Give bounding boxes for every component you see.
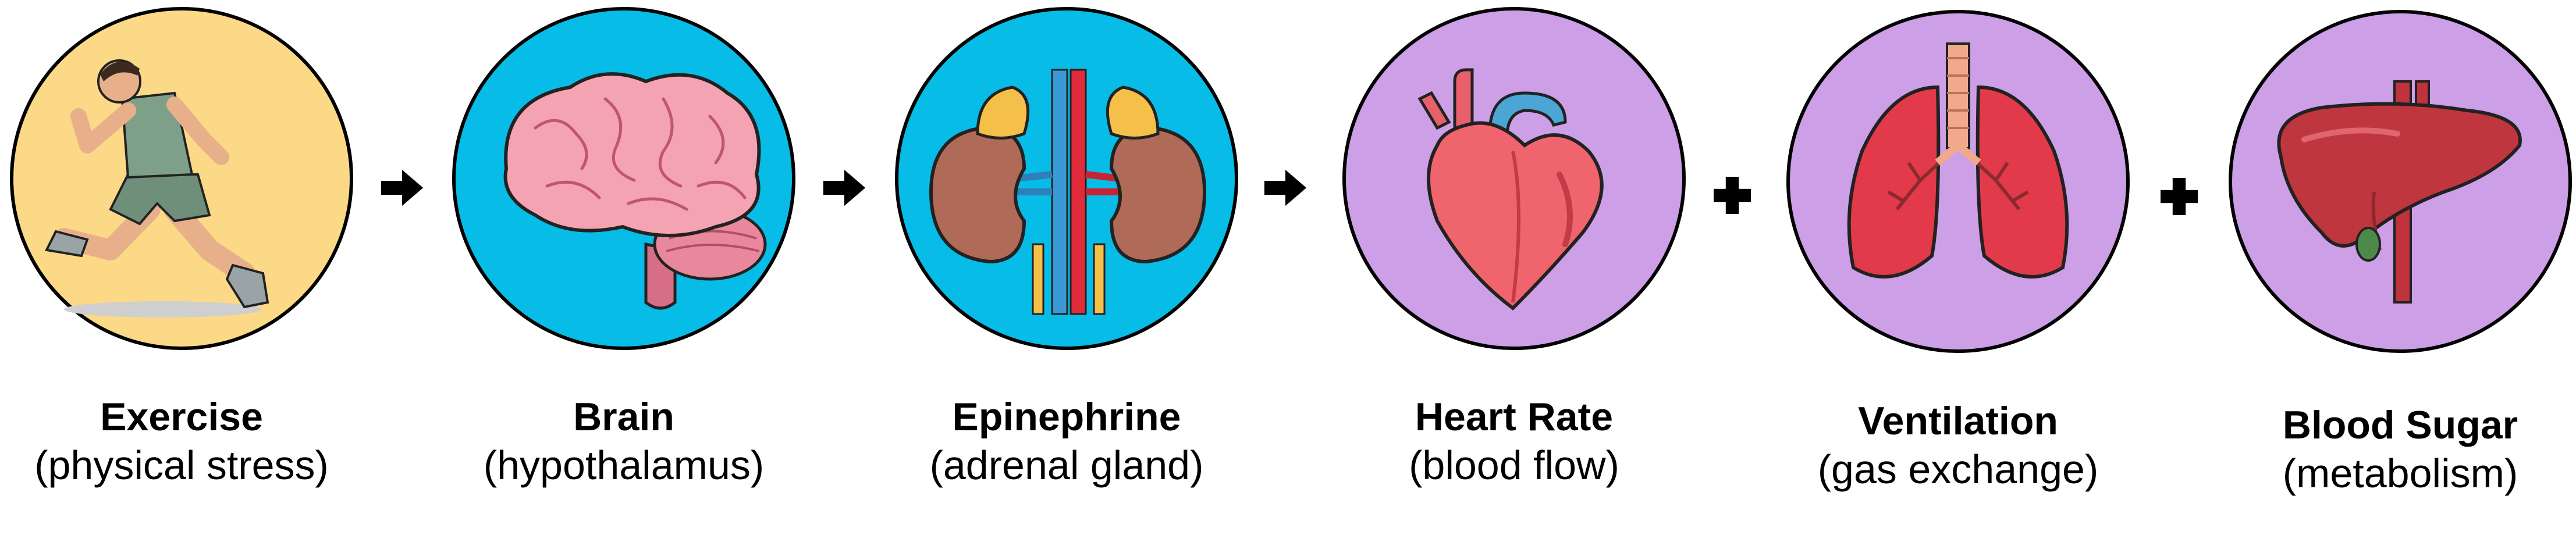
connector-plus-2 <box>2161 178 2198 215</box>
stage-title: Ventilation <box>1858 399 2058 443</box>
epinephrine-label: Epinephrine (adrenal gland) <box>892 394 1241 490</box>
liver-icon <box>2277 80 2522 304</box>
connector-arrow-2 <box>823 170 866 206</box>
connector-arrow-3 <box>1264 170 1307 206</box>
heart-rate-label: Heart Rate (blood flow) <box>1339 394 1689 490</box>
heart-icon <box>1417 68 1604 311</box>
stage-exercise <box>10 7 353 350</box>
stage-subtitle: (adrenal gland) <box>929 442 1204 488</box>
stage-subtitle: (hypothalamus) <box>483 442 765 488</box>
connector-arrow-1 <box>381 170 424 206</box>
stage-title: Epinephrine <box>952 395 1181 439</box>
stage-heart-rate <box>1342 7 1686 350</box>
connector-plus-1 <box>1714 177 1751 214</box>
stage-title: Heart Rate <box>1415 395 1614 439</box>
brain-label: Brain (hypothalamus) <box>449 394 798 490</box>
stage-subtitle: (metabolism) <box>2282 451 2518 496</box>
stage-subtitle: (blood flow) <box>1409 442 1619 488</box>
stage-ventilation <box>1786 10 2130 353</box>
runner-icon <box>45 59 269 317</box>
lungs-icon <box>1847 42 2069 279</box>
kidneys-adrenal-icon <box>929 69 1207 315</box>
exercise-label: Exercise (physical stress) <box>7 394 356 490</box>
blood-sugar-label: Blood Sugar (metabolism) <box>2226 402 2575 498</box>
stage-title: Blood Sugar <box>2282 403 2518 447</box>
stage-brain <box>452 7 795 350</box>
stage-subtitle: (physical stress) <box>34 442 329 488</box>
stage-blood-sugar <box>2229 10 2572 353</box>
stage-subtitle: (gas exchange) <box>1817 447 2099 492</box>
stage-epinephrine <box>895 7 1238 350</box>
ventilation-label: Ventilation (gas exchange) <box>1783 398 2133 494</box>
stage-title: Brain <box>573 395 674 439</box>
brain-icon <box>503 72 767 310</box>
stage-title: Exercise <box>100 395 263 439</box>
